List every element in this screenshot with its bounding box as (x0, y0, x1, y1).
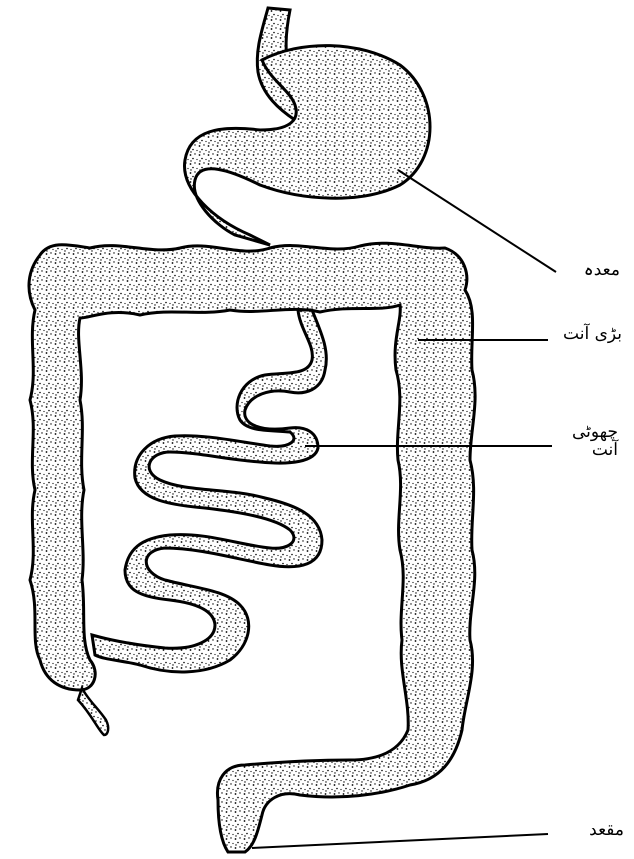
small-intestine-label: چھوٹی آنت (572, 424, 618, 460)
large-intestine-label: بڑی آنت (563, 326, 622, 344)
rectum-leader-line (252, 834, 548, 848)
appendix (78, 688, 108, 735)
rectum-label: مقعد (589, 822, 624, 840)
stomach-label: معدہ (584, 262, 620, 280)
small-intestine (92, 310, 326, 672)
stomach (185, 46, 430, 245)
